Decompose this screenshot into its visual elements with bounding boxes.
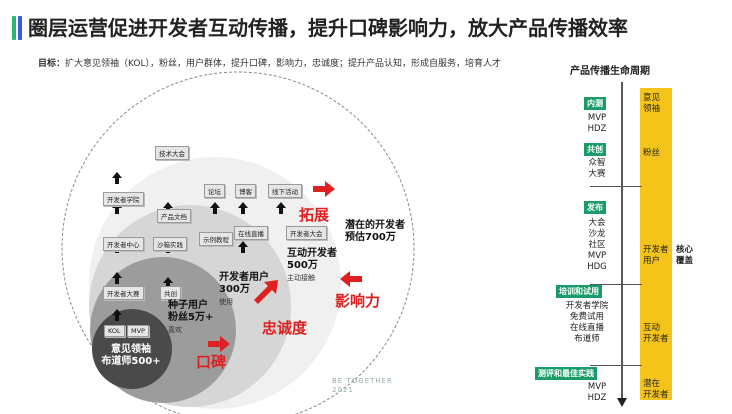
arrow-zhongchengdu — [254, 280, 278, 304]
lifecycle-title: 产品传播生命周期 — [570, 66, 650, 77]
role-kol: 意见 领袖 — [643, 93, 661, 114]
red-label-yingxiangli: 影响力 — [335, 292, 381, 310]
divider-2 — [590, 284, 642, 285]
red-label-zhongchengdu: 忠诚度 — [262, 319, 308, 337]
outer-dashed-circle — [61, 71, 415, 414]
label-kol: 意见领袖 布道师500+ — [101, 344, 161, 367]
tag-cocreate: 共创 — [160, 286, 181, 300]
stage-badge-eval: 测评和最佳实践 — [535, 367, 597, 380]
role-potential-devs: 潜在 开发者 — [643, 379, 669, 400]
stage-training-items: 开发者学院免费试用在线直播布道师 — [565, 301, 609, 344]
tag-dev-center: 开发者中心 — [103, 237, 144, 251]
arrow-koubei — [208, 336, 230, 352]
role-dev-users: 开发者 用户 — [643, 245, 669, 266]
stage-badge-release: 发布 — [584, 201, 606, 214]
title-accent-green — [12, 16, 16, 40]
watermark: BE TOGETHER 2021 — [332, 377, 393, 394]
label-seed-users: 种子用户 粉丝5万+喜欢 — [168, 300, 214, 334]
tag-live: 在线直播 — [234, 226, 268, 240]
goal-label: 目标： — [38, 59, 66, 69]
tag-dev-academy: 开发者学院 — [103, 192, 144, 206]
page-title: 圈层运营促进开发者互动传播，提升口碑影响力，放大产品传播效率 — [28, 16, 628, 40]
tag-tutorial: 示例教程 — [199, 232, 233, 246]
stage-cocreate-items: 众智大赛 — [588, 158, 606, 179]
role-bar — [640, 88, 672, 400]
arrow-yingxiangli — [340, 271, 362, 287]
tag-docs: 产品文档 — [157, 209, 191, 223]
tag-sandbox: 沙箱实践 — [153, 237, 187, 251]
red-label-tuozhan: 拓展 — [299, 206, 330, 224]
divider-3 — [590, 365, 642, 366]
tag-blog: 博客 — [235, 184, 256, 198]
label-dev-users: 开发者用户 300万使用 — [219, 272, 269, 306]
title-accent-blue — [18, 16, 22, 40]
label-potential-devs: 潜在的开发者 预估700万 — [345, 220, 405, 243]
label-interactive-devs-sub: 主动接触 — [287, 274, 315, 282]
goal-text: 扩大意见领袖（KOL），粉丝，用户群体，提升口碑，影响力，忠诚度；提升产品认知，… — [65, 59, 502, 69]
goal-line: 目标：扩大意见领袖（KOL），粉丝，用户群体，提升口碑，影响力，忠诚度；提升产品… — [38, 56, 501, 69]
arrow-tuozhan — [313, 181, 335, 197]
core-coverage-label: 核心 覆盖 — [676, 245, 694, 266]
label-interactive-devs: 互动开发者 500万主动接触 — [287, 248, 337, 282]
stage-badge-training: 培训和试用 — [556, 285, 602, 298]
label-seed-users-sub: 喜欢 — [168, 326, 182, 334]
label-dev-users-sub: 使用 — [219, 298, 233, 306]
role-fans: 粉丝 — [643, 148, 661, 158]
divider-1 — [590, 186, 642, 187]
tag-mvp: MVP — [127, 325, 149, 337]
tag-kol: KOL — [104, 325, 125, 337]
tag-dev-conf: 开发者大会 — [286, 226, 327, 240]
red-label-koubei: 口碑 — [196, 353, 227, 371]
stage-badge-cocreate: 共创 — [584, 143, 606, 156]
role-interactive-devs: 互动 开发者 — [643, 323, 669, 344]
tag-forum: 论坛 — [204, 184, 225, 198]
tag-tech-conf: 技术大会 — [155, 146, 189, 160]
tag-offline: 线下活动 — [268, 184, 302, 198]
stage-badge-beta: 内测 — [584, 97, 606, 110]
tag-dev-contest: 开发者大赛 — [103, 286, 144, 300]
